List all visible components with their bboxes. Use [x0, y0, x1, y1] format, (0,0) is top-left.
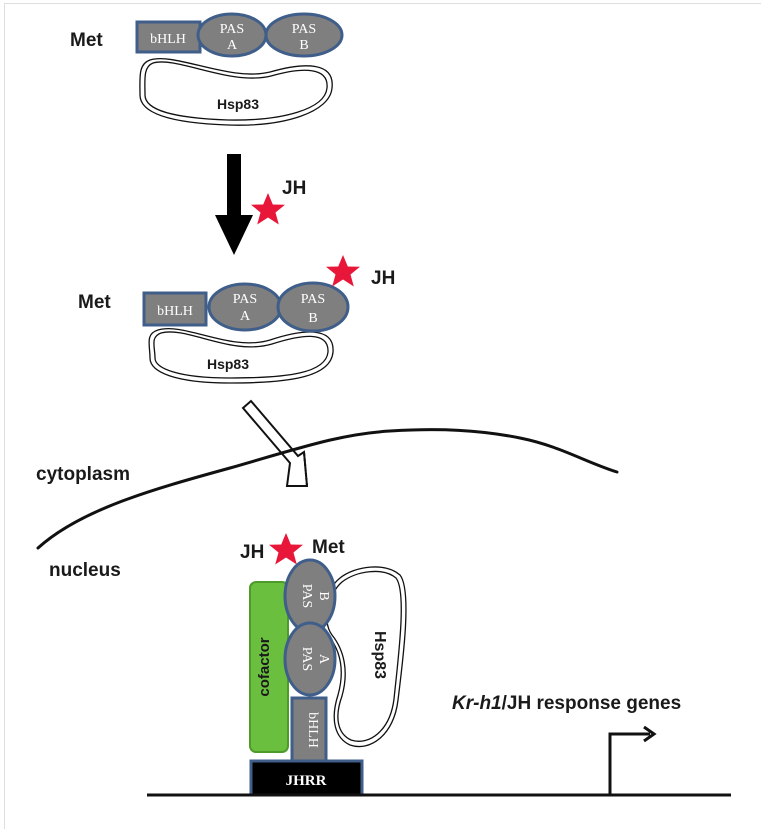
pas-b-label-3: PAS	[299, 584, 314, 608]
pas-b-label-2: PAS	[301, 292, 325, 307]
pas-b-sublabel: B	[299, 38, 308, 53]
pas-a-label: PAS	[220, 22, 244, 37]
pas-a-sublabel-3: A	[316, 654, 331, 665]
hsp83-label-2: Hsp83	[207, 356, 249, 372]
bhlh-label: bHLH	[150, 32, 186, 47]
pas-a-label-2: PAS	[233, 292, 257, 307]
kr-h1-gene: Kr-h1	[452, 693, 502, 714]
pas-b-sublabel-2: B	[308, 311, 317, 326]
met-label-2: Met	[78, 292, 111, 313]
pas-a-sublabel: A	[227, 38, 238, 53]
figure-frame	[4, 3, 761, 829]
binding-arrow	[215, 154, 253, 255]
met-complex-unliganded: Met Hsp83 bHLH PAS A PAS B	[70, 12, 344, 126]
bhlh-label-3: bHLH	[305, 712, 320, 748]
pas-b-domain	[264, 12, 344, 58]
bhlh-domain-3	[290, 696, 328, 764]
nuclear-translocation-arrow	[241, 399, 309, 487]
response-genes-text: /JH response genes	[502, 693, 682, 714]
jhrr-element	[249, 759, 364, 797]
jh-label: JH	[282, 178, 306, 199]
transcription-start-arrow	[608, 725, 657, 795]
cofactor-label: cofactor	[256, 637, 273, 696]
hsp83-chaperone: Hsp83	[139, 58, 333, 126]
jh-star-icon	[251, 193, 285, 225]
nuclear-complex: Hsp83 cofactor PAS B PAS A bHLH JHRR	[249, 558, 407, 797]
pas-b-sublabel-3: B	[316, 591, 331, 600]
met-label: Met	[70, 30, 103, 51]
met-complex-liganded: Met Hsp83 bHLH PAS A PAS B	[78, 281, 350, 384]
jh-label-3: JH	[240, 542, 264, 563]
nuclear-envelope	[36, 428, 619, 550]
hsp83-label-3: Hsp83	[371, 631, 388, 679]
pas-a-domain-3	[283, 621, 337, 697]
pas-b-label: PAS	[292, 22, 316, 37]
target-genes-label: Kr-h1/JH response genes	[452, 693, 681, 714]
jh-star-icon-3	[269, 533, 303, 565]
jh-label-2: JH	[371, 268, 395, 289]
jhrr-label: JHRR	[286, 773, 327, 789]
nucleus-label: nucleus	[49, 560, 121, 581]
bhlh-label-2: bHLH	[157, 304, 193, 319]
hsp83-chaperone-3: Hsp83	[321, 566, 407, 748]
met-label-3: Met	[312, 537, 345, 558]
pas-a-sublabel-2: A	[240, 309, 251, 324]
hsp83-label: Hsp83	[217, 96, 259, 112]
pas-b-domain-2	[276, 281, 350, 333]
pas-a-label-3: PAS	[299, 647, 314, 671]
bhlh-domain-2	[142, 291, 208, 327]
jh-star-icon-2	[326, 255, 360, 287]
cytoplasm-label: cytoplasm	[36, 464, 130, 485]
hsp83-chaperone-2: Hsp83	[148, 328, 334, 384]
